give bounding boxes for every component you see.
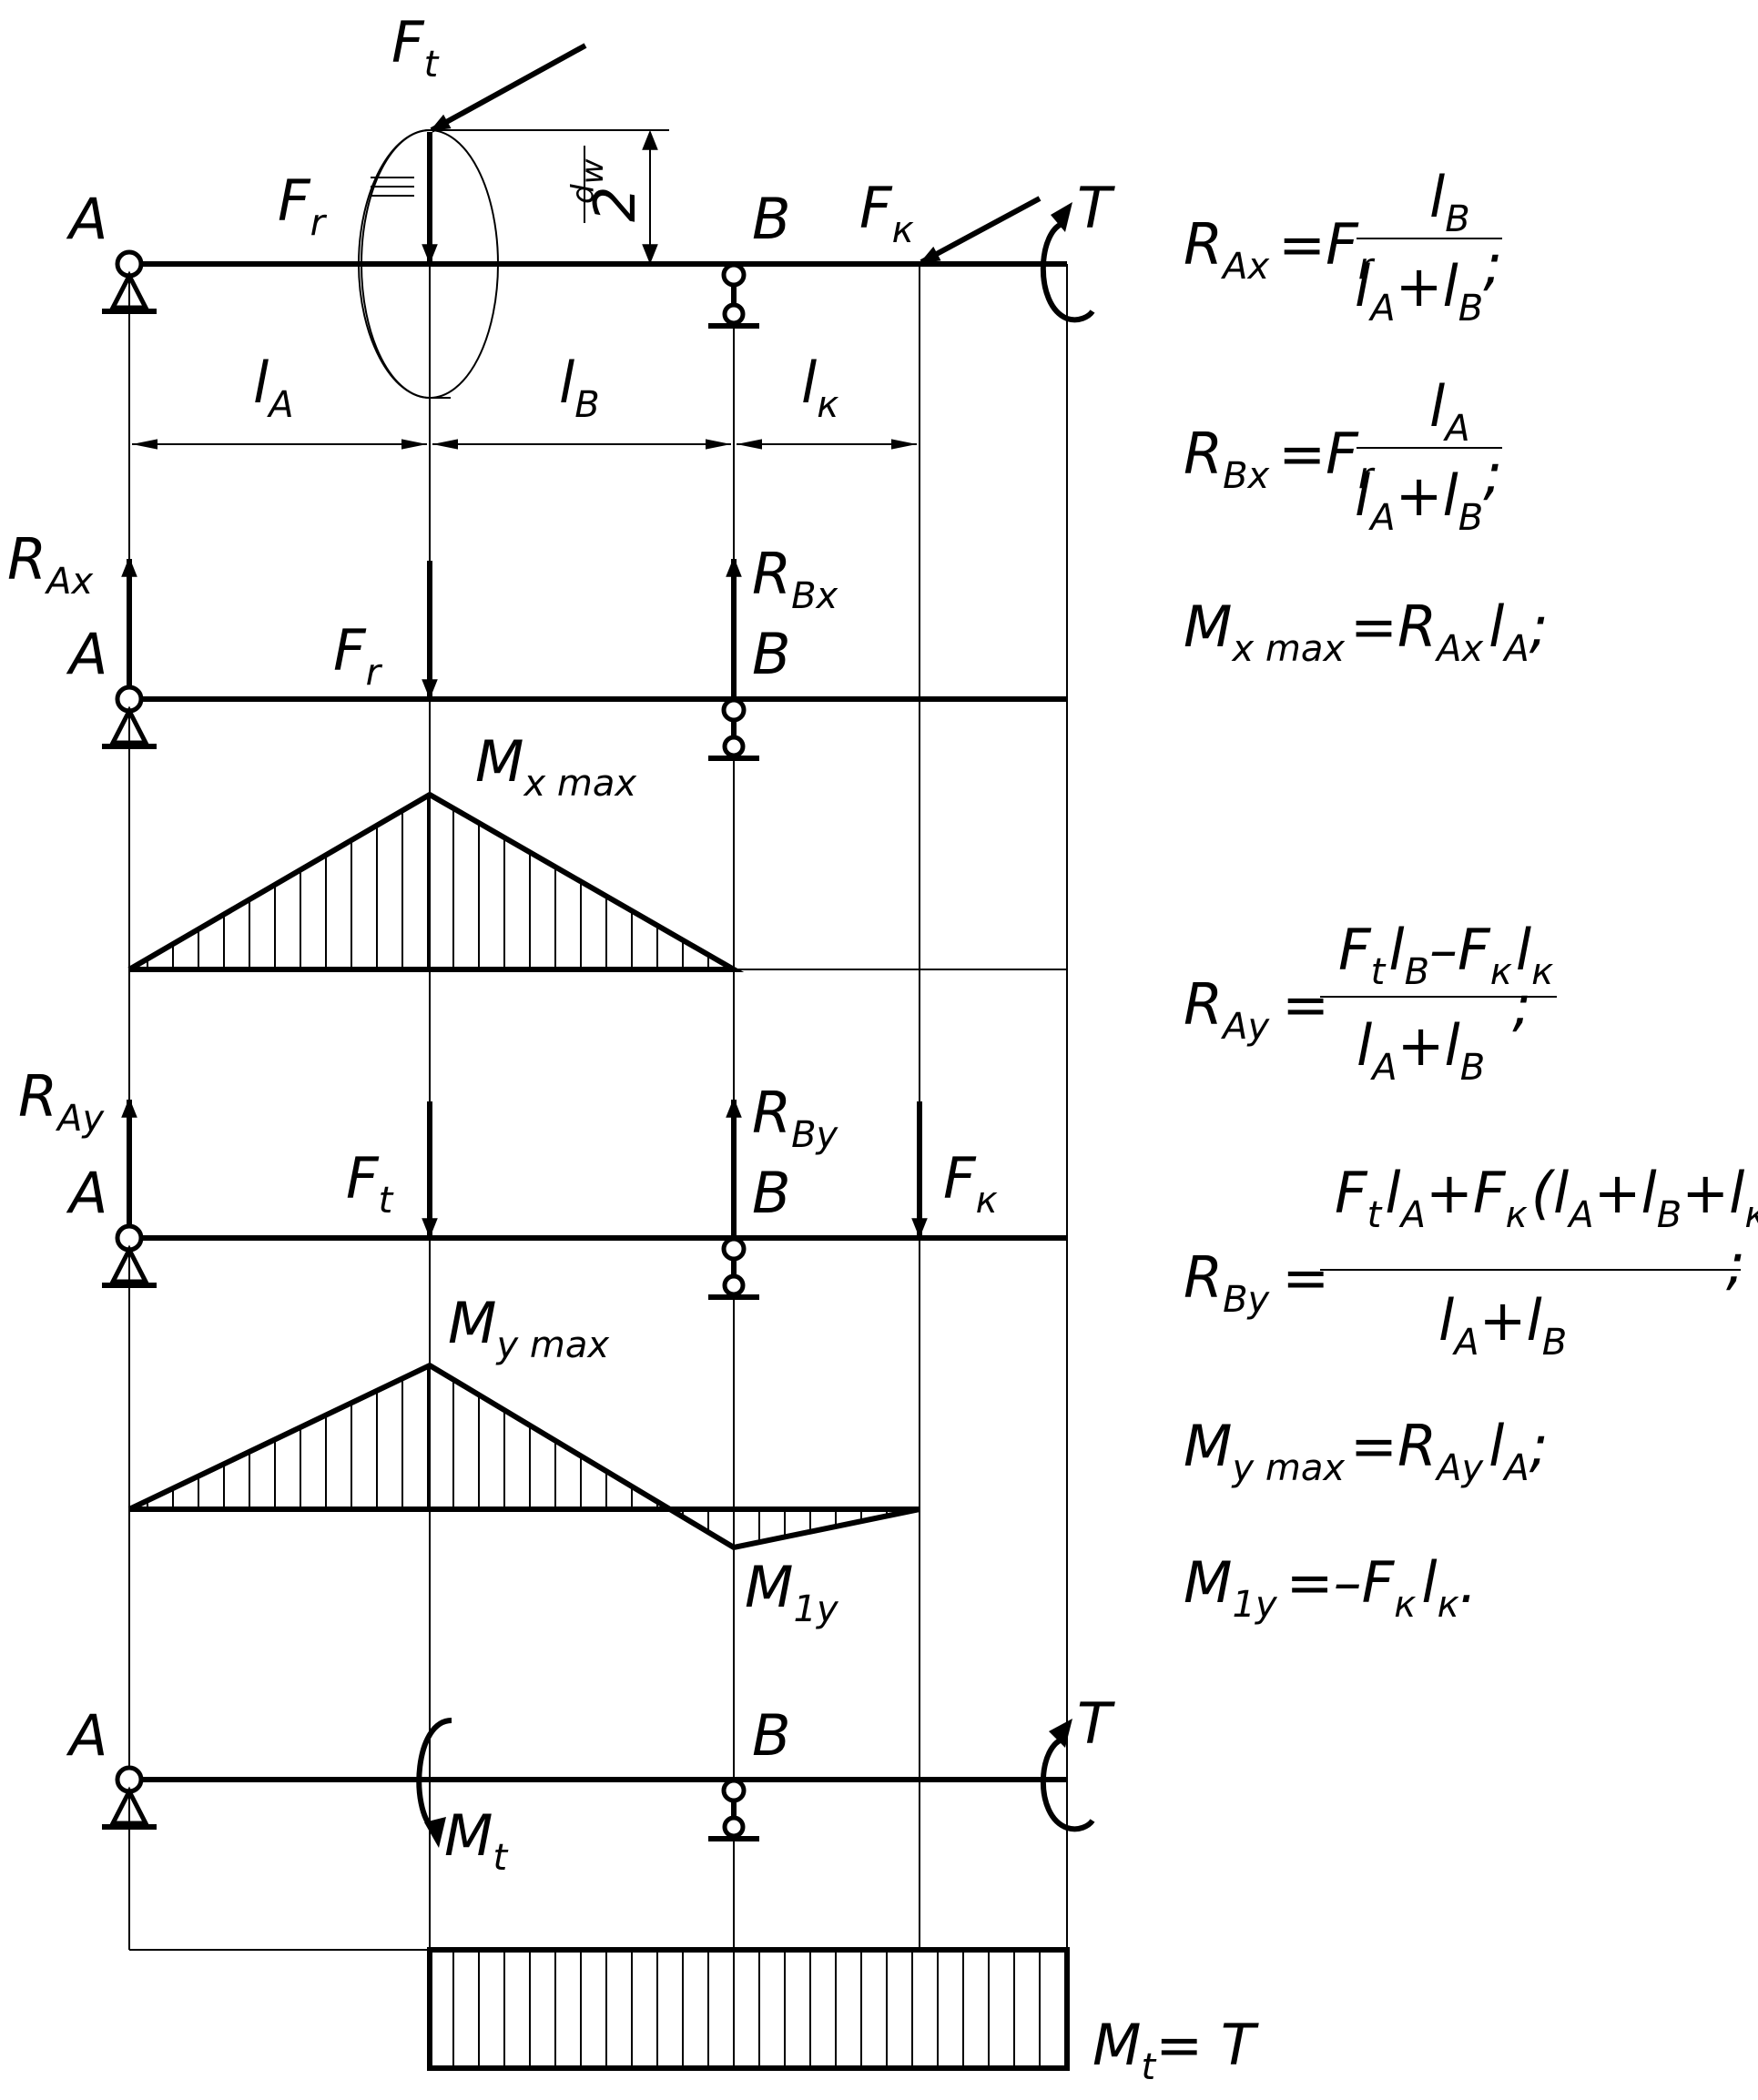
svg-text:Mx max=RAxlA;: Mx max=RAxlA; xyxy=(1184,593,1549,670)
label-b-4: B xyxy=(752,1702,791,1769)
svg-text:M1y=–Fкlк.: M1y=–Fкlк. xyxy=(1184,1549,1478,1626)
label-la: lA xyxy=(253,350,294,426)
formula-rax: RAx=Fr lB lA+lB; xyxy=(1184,164,1502,330)
svg-text:lA+lB;: lA+lB; xyxy=(1357,972,1531,1089)
diagram-my xyxy=(127,1362,920,1551)
support-a-2 xyxy=(102,685,157,749)
label-ft-top: Ft xyxy=(391,9,440,86)
torque-t-top-head xyxy=(1051,202,1072,232)
label-dw-den: 2 xyxy=(582,187,648,222)
label-mymax: My max xyxy=(448,1290,609,1366)
label-rax: RAx xyxy=(7,526,93,603)
label-lk: lк xyxy=(801,350,838,426)
scheme-shaft xyxy=(102,43,1095,450)
scheme-y-plane xyxy=(102,1097,1067,1300)
formula-my: My max=RAylA; xyxy=(1184,1413,1549,1489)
svg-text:lA+lB;: lA+lB; xyxy=(1355,441,1502,539)
support-b-3 xyxy=(708,1236,759,1300)
label-rbx: RBx xyxy=(752,541,838,617)
label-rby: RBy xyxy=(752,1080,839,1156)
svg-text:My max=RAylA;: My max=RAylA; xyxy=(1184,1413,1549,1489)
svg-text:lA: lA xyxy=(1429,373,1470,450)
formula-rbx: RBx=Fr lA lA+lB; xyxy=(1184,373,1502,539)
torque-t-top xyxy=(1040,220,1095,323)
support-a-3 xyxy=(102,1223,157,1288)
formula-rby: RBy= FtlA+Fк(lA+lB+lк) lA+lB ; xyxy=(1184,1160,1758,1364)
label-ft-y: Ft xyxy=(346,1145,394,1222)
force-fk-arrow xyxy=(920,196,1042,265)
svg-text:RBy=: RBy= xyxy=(1184,1244,1329,1321)
scheme-x-plane xyxy=(102,556,1067,761)
mx-hatch xyxy=(147,796,709,969)
torque-t-bottom xyxy=(1040,1736,1095,1832)
force-ft-arrow xyxy=(430,43,587,133)
label-fk-1: Fк xyxy=(859,175,914,251)
label-a-3: A xyxy=(66,1160,107,1226)
support-b-2 xyxy=(708,697,759,761)
support-b-1 xyxy=(708,262,759,329)
support-b-4 xyxy=(708,1778,759,1841)
svg-text:FtlB–Fкlк: FtlB–Fкlк xyxy=(1338,917,1553,993)
gear-back xyxy=(357,129,451,399)
support-a-1 xyxy=(102,249,157,314)
label-m1y: M1y xyxy=(745,1554,839,1630)
svg-text:FtlA+Fк(lA+lB+lк): FtlA+Fк(lA+lB+lк) xyxy=(1335,1160,1758,1236)
label-mt: Mt xyxy=(444,1802,509,1879)
mx-outline xyxy=(127,791,745,972)
my-hatch xyxy=(147,1365,913,1547)
label-fr-2: Fr xyxy=(333,617,383,694)
diagram-mt xyxy=(427,1947,1070,2071)
formula-ray: RAy= FtlB–Fкlк lA+lB; xyxy=(1184,917,1557,1089)
mt-hatch xyxy=(452,1950,1066,2068)
label-a-1: A xyxy=(66,186,107,252)
label-fr-1: Fr xyxy=(278,167,328,244)
svg-text:RBx=Fr: RBx=Fr xyxy=(1184,421,1376,497)
formula-mx: Mx max=RAxlA; xyxy=(1184,593,1549,670)
label-lb: lB xyxy=(559,350,600,426)
svg-text:lA+lB;: lA+lB; xyxy=(1355,231,1502,330)
diagram-mx xyxy=(127,791,1067,972)
label-a-2: A xyxy=(66,621,107,687)
label-a-4: A xyxy=(66,1702,107,1769)
label-dw-num: dw xyxy=(565,158,611,204)
mt-rect xyxy=(427,1947,1070,2071)
label-fk-y: Fк xyxy=(943,1145,998,1222)
svg-text:RAy=: RAy= xyxy=(1184,971,1329,1048)
torque-mt-curve xyxy=(416,1718,452,1832)
svg-text:lB: lB xyxy=(1429,164,1470,240)
my-outline xyxy=(127,1362,920,1551)
svg-text:RAx=Fr: RAx=Fr xyxy=(1184,211,1376,288)
label-t-1: T xyxy=(1077,175,1115,241)
label-ray: RAy xyxy=(18,1063,105,1140)
label-b-3: B xyxy=(752,1160,791,1226)
torque-t-bottom-head xyxy=(1049,1719,1072,1748)
label-t-2: T xyxy=(1077,1690,1115,1757)
support-a-4 xyxy=(102,1765,157,1830)
svg-text:;: ; xyxy=(1726,1231,1745,1297)
label-b-1: B xyxy=(752,186,791,252)
formula-m1y: M1y=–Fкlк. xyxy=(1184,1549,1478,1626)
scheme-torque xyxy=(102,1718,1095,1848)
label-mt-eq: Mt= T xyxy=(1092,2012,1259,2088)
torque-mt-head xyxy=(424,1817,446,1848)
label-b-2: B xyxy=(752,621,791,687)
svg-text:lA+lB: lA+lB xyxy=(1438,1287,1567,1364)
label-mxmax: Mx max xyxy=(475,728,636,805)
